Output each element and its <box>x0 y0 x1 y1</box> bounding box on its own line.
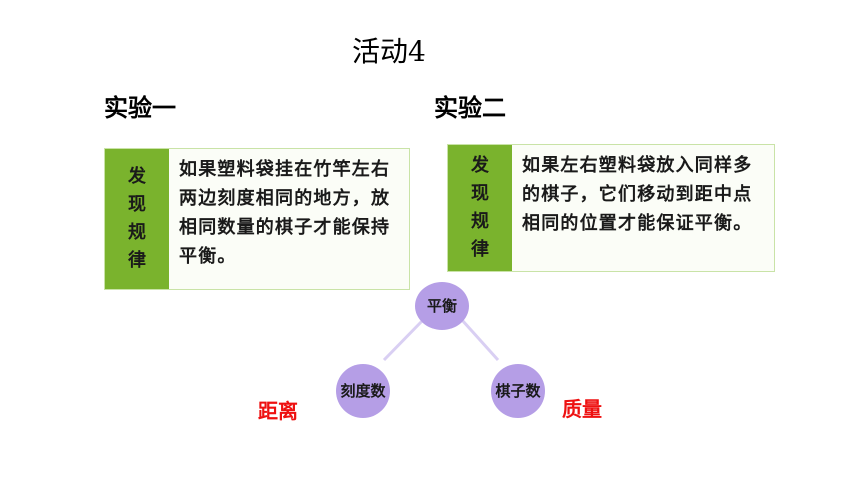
finding-label-char: 律 <box>128 250 146 271</box>
distance-label: 距离 <box>258 399 298 423</box>
experiment-one-heading: 实验一 <box>104 93 176 122</box>
finding-label-char: 规 <box>471 211 489 232</box>
finding-label-char: 现 <box>471 183 489 204</box>
connector-left <box>382 318 425 362</box>
finding-label-char: 律 <box>471 239 489 260</box>
scale-number-node: 刻度数 <box>336 364 390 418</box>
finding-label: 发 现 规 律 <box>105 149 169 289</box>
finding-label-char: 现 <box>128 194 146 215</box>
experiment-two-heading: 实验二 <box>434 93 506 122</box>
slide-title: 活动4 <box>352 35 426 68</box>
balance-node: 平衡 <box>415 282 469 330</box>
finding-label: 发 现 规 律 <box>448 145 512 271</box>
finding-label-char: 发 <box>471 155 489 176</box>
chess-count-node: 棋子数 <box>491 364 545 418</box>
finding-label-char: 发 <box>128 166 146 187</box>
experiment-two-finding-text: 如果左右塑料袋放入同样多的棋子，它们移动到距中点相同的位置才能保证平衡。 <box>522 155 753 234</box>
mass-label: 质量 <box>562 397 602 421</box>
experiment-one-finding-text: 如果塑料袋挂在竹竿左右两边刻度相同的地方，放相同数量的棋子才能保持平衡。 <box>179 159 391 267</box>
experiment-two-finding-box: 发 现 规 律 如果左右塑料袋放入同样多的棋子，它们移动到距中点相同的位置才能保… <box>447 144 775 272</box>
experiment-one-finding-box: 发 现 规 律 如果塑料袋挂在竹竿左右两边刻度相同的地方，放相同数量的棋子才能保… <box>104 148 410 290</box>
connector-right <box>460 318 500 362</box>
finding-label-char: 规 <box>128 222 146 243</box>
